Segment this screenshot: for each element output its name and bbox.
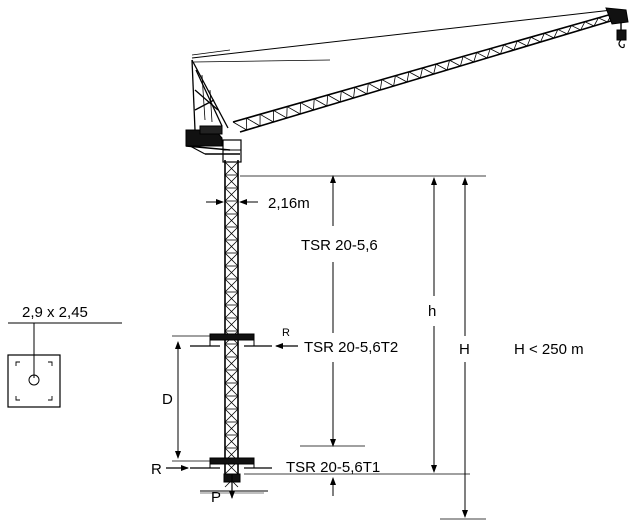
tie-distance-dimension: [172, 335, 210, 462]
tie-frame-upper: [190, 333, 272, 347]
total-height-dimension: [440, 177, 486, 520]
reaction-left-label: R: [151, 461, 162, 478]
hook-height-dimension: [240, 175, 486, 475]
section-label-upper: TSR 20-5,6: [301, 237, 378, 254]
base-size-label: 2,9 x 2,45: [22, 304, 88, 321]
section-label-tie1: TSR 20-5,6T1: [286, 459, 380, 476]
reaction-right-label: R: [282, 327, 290, 339]
hook-icon: [616, 22, 627, 49]
tie-distance-label: D: [162, 391, 173, 408]
luffing-jib-icon: [191, 7, 629, 133]
mast-width-label: 2,16m: [268, 195, 310, 212]
hook-height-label: h: [428, 303, 436, 320]
height-limit-label: H < 250 m: [514, 341, 584, 358]
vertical-load-label: P: [211, 489, 221, 506]
section-label-tie2: TSR 20-5,6T2: [304, 339, 398, 356]
section-dimension: [300, 175, 365, 496]
total-height-label: H: [459, 341, 470, 358]
foundation-plan-icon: [7, 322, 122, 408]
tower-mast: [222, 139, 242, 488]
mast-head: [191, 59, 229, 131]
counterjib-icon: [185, 125, 240, 155]
